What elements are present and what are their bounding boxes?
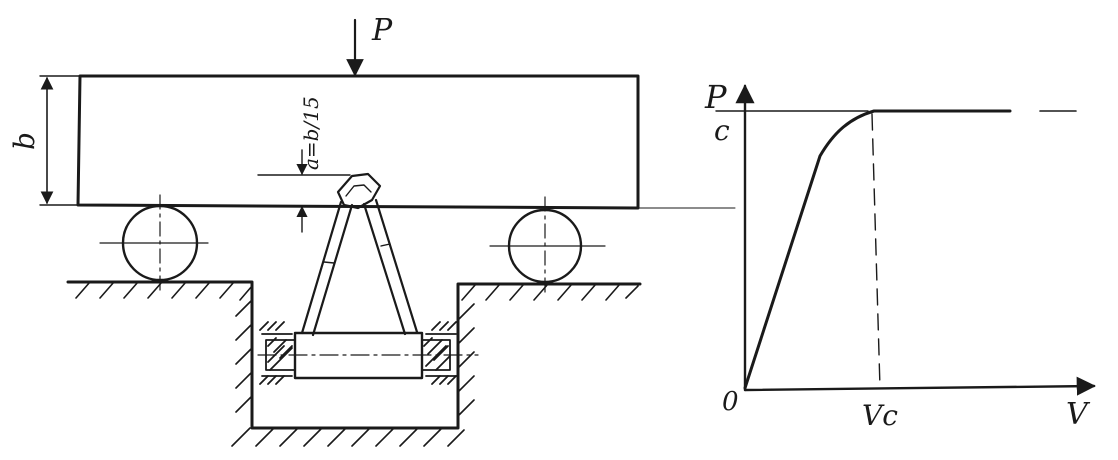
critical-displacement-guide [871, 113, 881, 389]
ground-hatching [75, 281, 639, 447]
x-axis [743, 376, 1096, 396]
load-curve [743, 109, 1012, 390]
x-axis-label: V [1066, 397, 1091, 432]
left-bearing [259, 321, 296, 385]
critical-value-label: Vc [862, 399, 898, 432]
gauge-right-arm [362, 198, 419, 336]
y-axis-subscript: c [714, 114, 730, 147]
beam [76, 74, 640, 210]
gauge-left-arm [300, 200, 354, 337]
ground-pit-outline [66, 280, 642, 430]
clip-gauge-tip [336, 172, 382, 210]
load-displacement-graph: P c 0 Vc V [704, 78, 1096, 432]
y-axis-label: P [704, 78, 727, 116]
load-label: P [371, 13, 393, 48]
notch-depth-label: a=b/15 [299, 96, 323, 170]
left-roller [99, 194, 209, 293]
origin-label: 0 [722, 387, 739, 417]
mechanical-setup: P b a=b/15 [8, 13, 736, 447]
right-bearing [421, 321, 457, 385]
beam-height-label: b [8, 132, 41, 150]
right-roller [489, 196, 606, 296]
